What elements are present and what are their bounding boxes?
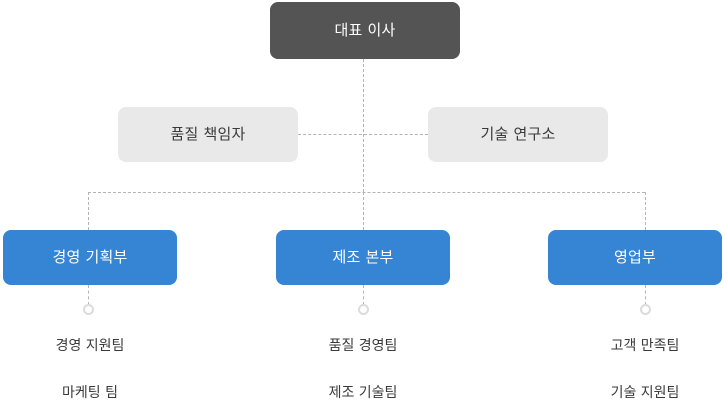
- connector-department-bus: [88, 192, 645, 193]
- org-leaf-team-3-1: 고객 만족팀: [610, 338, 680, 354]
- org-node-sales-label: 영업부: [613, 248, 656, 266]
- org-node-ceo-label: 대표 이사: [334, 21, 396, 39]
- org-node-management-planning-label: 경영 기획부: [52, 248, 128, 266]
- connector-stem-team-2: [363, 285, 364, 305]
- org-node-management-planning[interactable]: 경영 기획부: [3, 230, 177, 285]
- org-node-research-institute-label: 기술 연구소: [480, 125, 556, 143]
- org-leaf-team-2-1: 품질 경영팀: [328, 338, 398, 354]
- org-node-research-institute[interactable]: 기술 연구소: [428, 107, 608, 162]
- org-leaf-team-2-2: 제조 기술팀: [328, 385, 398, 401]
- ring-connector-icon-3: [640, 304, 651, 315]
- org-node-sales[interactable]: 영업부: [548, 230, 722, 285]
- connector-stem-team-3: [645, 285, 646, 305]
- connector-drop-dept-3: [645, 192, 646, 230]
- org-node-quality-manager[interactable]: 품질 책임자: [118, 107, 298, 162]
- org-node-ceo[interactable]: 대표 이사: [270, 2, 460, 59]
- org-leaf-team-1-2: 마케팅 팀: [62, 385, 118, 401]
- org-node-manufacturing-hq[interactable]: 제조 본부: [276, 230, 450, 285]
- org-node-quality-manager-label: 품질 책임자: [170, 125, 246, 143]
- ring-connector-icon-1: [83, 304, 94, 315]
- connector-staff-horizontal: [298, 134, 428, 135]
- ring-connector-icon-2: [358, 304, 369, 315]
- connector-stem-team-1: [88, 285, 89, 305]
- connector-ceo-vertical: [363, 59, 364, 192]
- org-leaf-team-1-1: 경영 지원팀: [55, 338, 125, 354]
- connector-drop-dept-2: [363, 192, 364, 230]
- org-leaf-team-3-2: 기술 지원팀: [610, 385, 680, 401]
- connector-drop-dept-1: [88, 192, 89, 230]
- org-node-manufacturing-hq-label: 제조 본부: [332, 248, 394, 266]
